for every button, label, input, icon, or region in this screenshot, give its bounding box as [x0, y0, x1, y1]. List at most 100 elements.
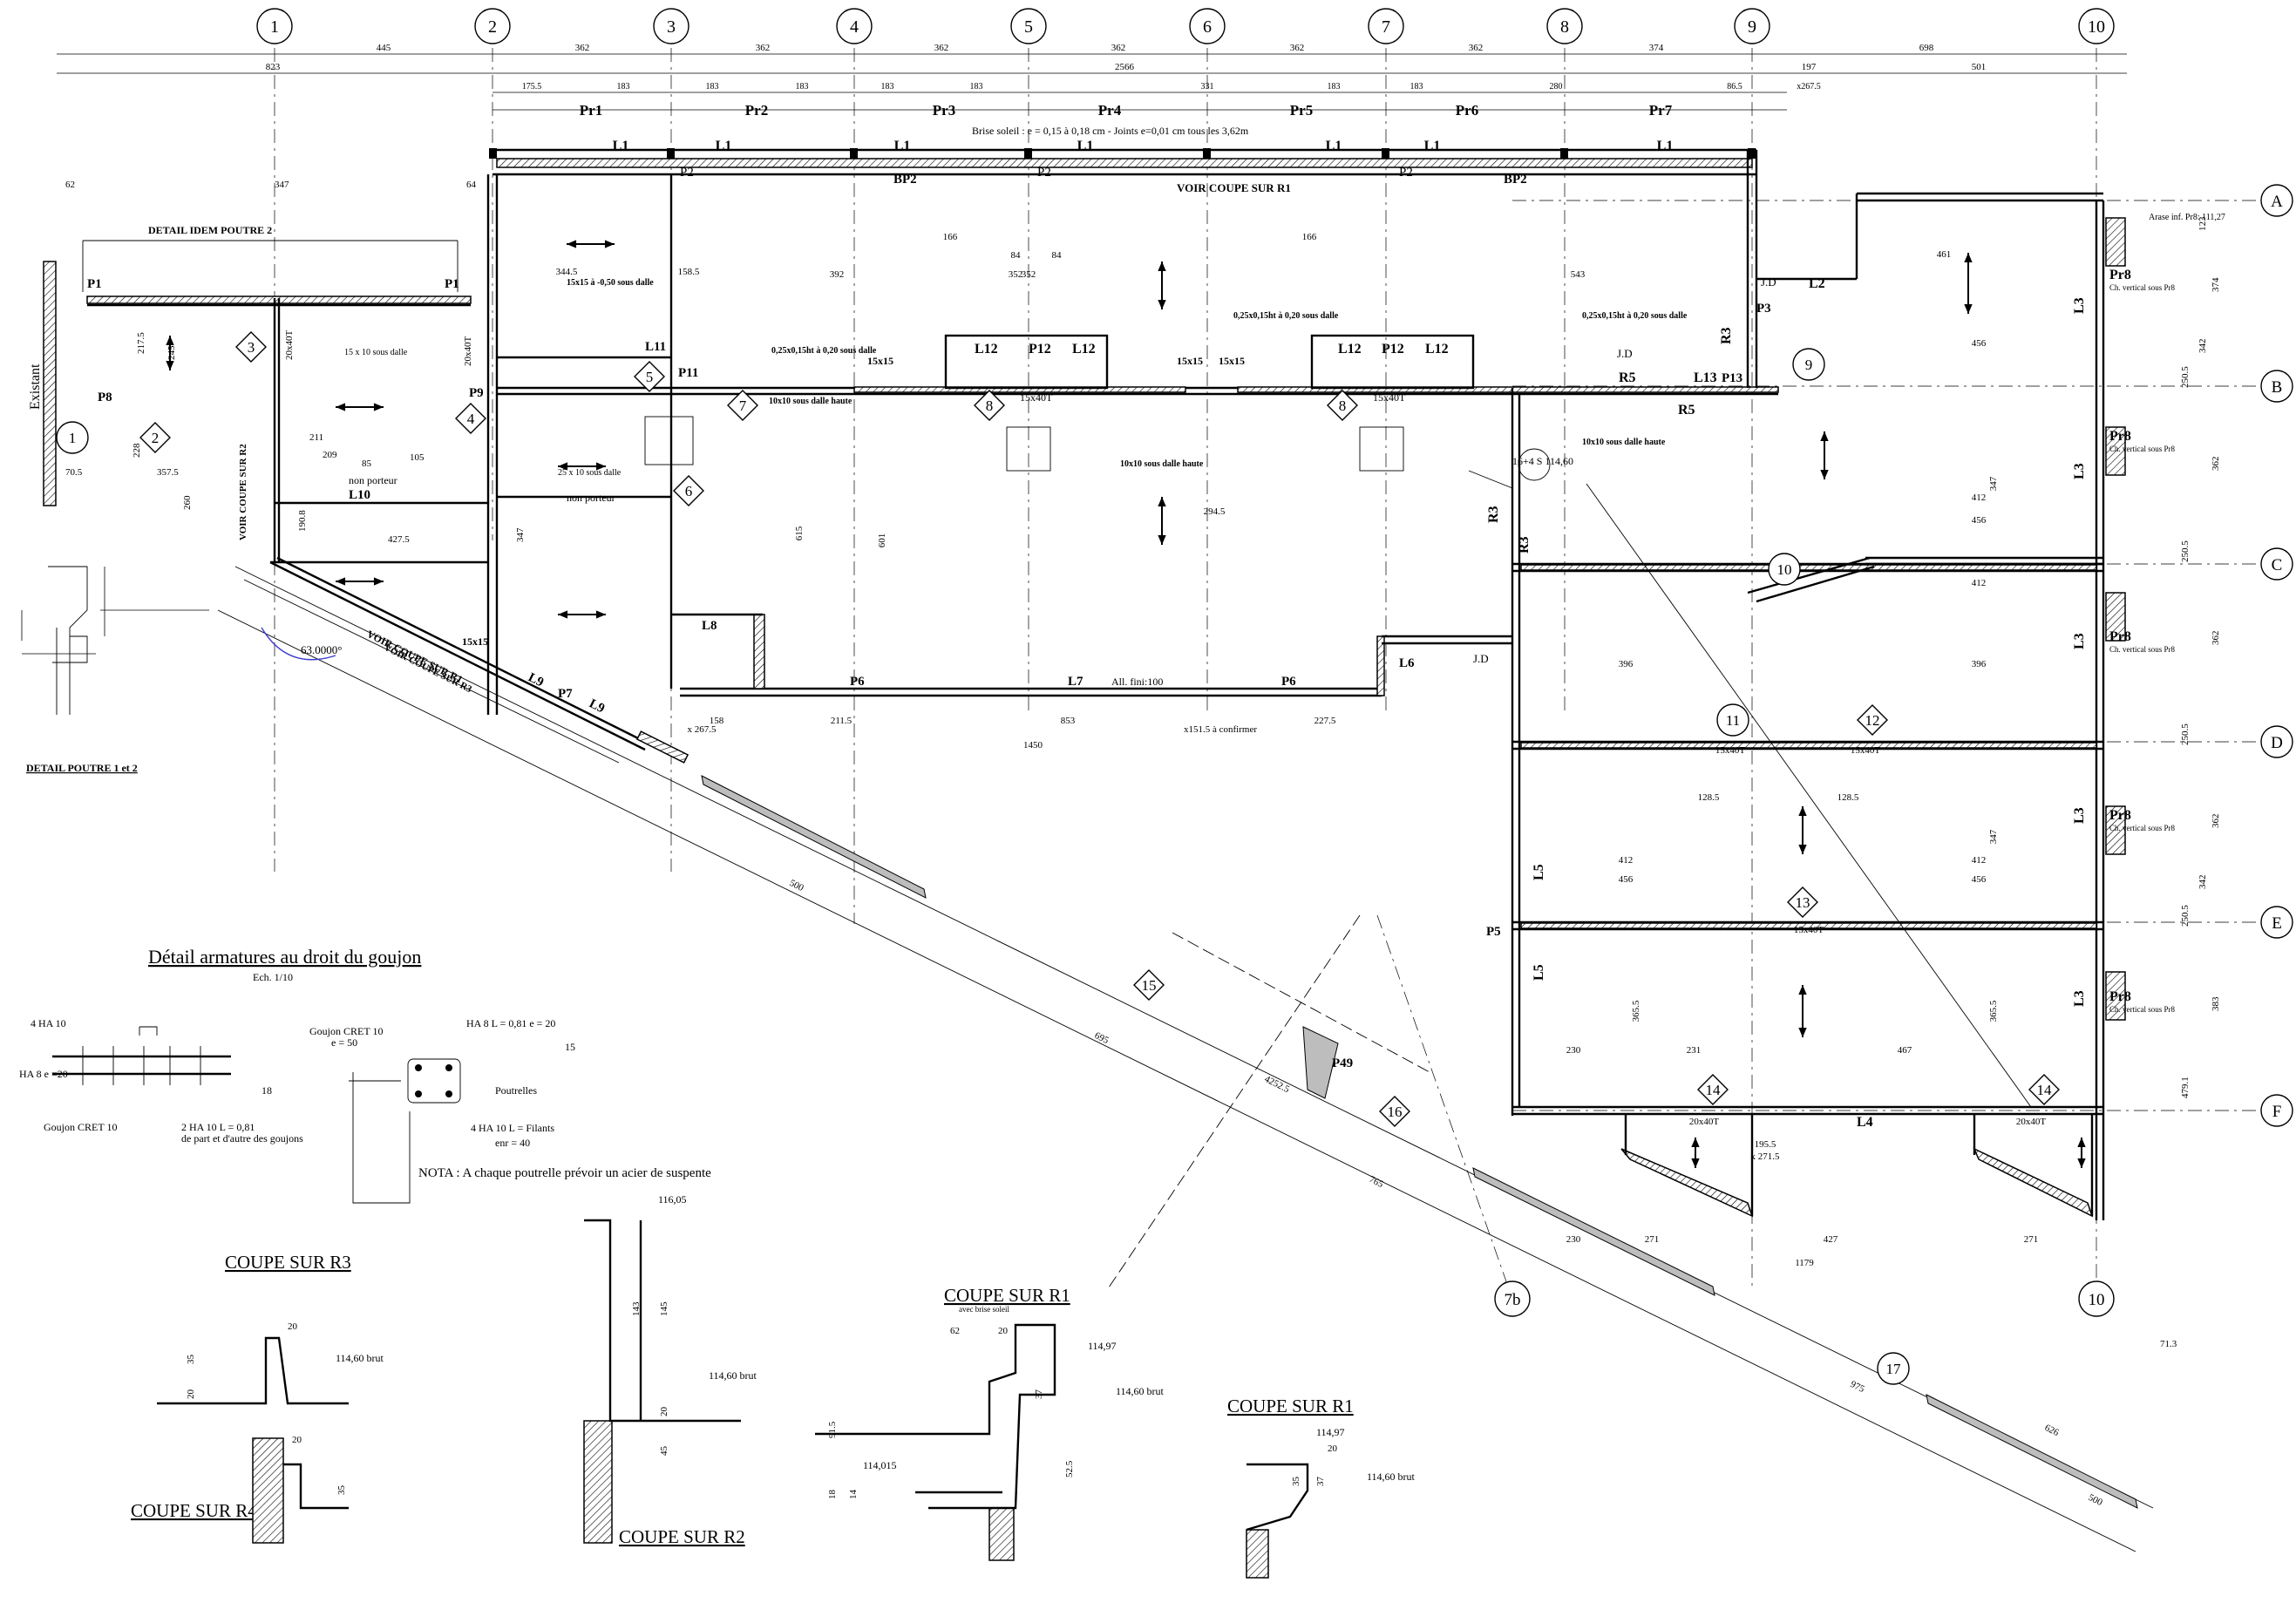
- slab-note: 10x10 sous dalle haute: [1120, 459, 1204, 469]
- jd-label: J.D: [1617, 347, 1633, 360]
- pr8-note: Ch. vertical sous Pr8: [2109, 283, 2175, 292]
- right-dimension: 20x40T: [2016, 1117, 2047, 1127]
- goujon-label: HA 8 L = 0,81 e = 20: [466, 1017, 555, 1029]
- section-level: 116,05: [658, 1193, 687, 1206]
- right-post-label: P5: [1486, 925, 1501, 939]
- l11-label: L11: [645, 340, 666, 354]
- left-dimension: 357.5: [157, 467, 179, 478]
- goujon-sketch-2: [349, 1058, 461, 1204]
- pr8-note: Ch. vertical sous Pr8: [2109, 1005, 2175, 1014]
- left-dimension: 190.8: [297, 510, 308, 532]
- left-dimension: 211: [309, 432, 323, 443]
- voir-coupe-r2-label: VOIR COUPE SUR R2: [238, 444, 248, 540]
- right-wing: [1468, 192, 2126, 1220]
- pr-beam-label: Pr5: [1290, 102, 1313, 119]
- tag-number: 15: [1142, 977, 1157, 994]
- dimension-value: 362: [1469, 43, 1484, 53]
- right-side-dimension: 71.3: [2160, 1339, 2177, 1349]
- left-dimension: 347: [515, 527, 526, 542]
- detail-poutre-sketch: [21, 566, 209, 715]
- right-dimension: 456: [1972, 515, 1987, 526]
- pr8-label: Pr8: [2109, 429, 2131, 444]
- dimension-value: 183: [970, 82, 983, 92]
- dimension-value: 331: [1201, 82, 1214, 92]
- right-side-dimension: 479.1: [2180, 1077, 2191, 1098]
- column-bubble-label: 1: [270, 17, 279, 37]
- tag-diamond: [455, 403, 486, 434]
- column-bubble-label: 5: [1024, 17, 1033, 37]
- goujon-label: 18: [262, 1084, 272, 1097]
- voir-coupe-r1-label: VOIR COUPE SUR R1: [1177, 181, 1291, 194]
- left-dimension: 20x40T: [463, 336, 473, 367]
- column-bubble-5: [1010, 8, 1047, 44]
- section-level: 114,60 brut: [336, 1352, 384, 1364]
- p7-label: P7: [558, 687, 573, 701]
- pr-beam-label: Pr2: [745, 102, 768, 119]
- p11-label: P11: [678, 366, 698, 380]
- l9-label-2: L9: [587, 696, 607, 716]
- l10-label: L10: [349, 488, 370, 502]
- p6-label-1: P6: [850, 675, 865, 689]
- right-side-dimension: 383: [2211, 996, 2221, 1011]
- dimension-value: 823: [266, 62, 281, 72]
- l1-lintel-label: L1: [894, 139, 911, 153]
- coupe-r1b-title: COUPE SUR R1: [1227, 1396, 1354, 1416]
- detail-idem-label: DETAIL IDEM POUTRE 2: [148, 224, 272, 236]
- top-beam-band: Brise soleil : e = 0,15 à 0,18 cm - Join…: [489, 102, 1756, 194]
- diagonal-dimension: 695: [1093, 1030, 1111, 1046]
- r-section-label: R3: [1719, 327, 1734, 344]
- coupe-r1-subtitle: avec brise soleil: [959, 1305, 1009, 1314]
- right-dimension: 230: [1566, 1045, 1581, 1056]
- right-dimension: 347: [1988, 476, 1999, 491]
- right-dimension: 128.5: [1698, 792, 1720, 803]
- pr8-label: Pr8: [2109, 629, 2131, 644]
- detail-goujon-title: Détail armatures au droit du goujon: [148, 946, 421, 968]
- right-side-dimension: 362: [2211, 814, 2221, 829]
- non-porteur-2: non porteur: [567, 492, 615, 504]
- tag-number: 7: [739, 397, 747, 414]
- right-dimension: 15x40T: [1715, 745, 1746, 756]
- center-dimension: 211.5: [831, 716, 853, 726]
- center-dimension: x 267.5: [688, 724, 717, 735]
- column-bubble-label: 10: [2088, 17, 2105, 37]
- pr8-note: Ch. vertical sous Pr8: [2109, 645, 2175, 654]
- right-side-dimension: 123: [2198, 216, 2208, 231]
- tag-diamond: [974, 390, 1005, 421]
- angle-label: 63.0000°: [301, 643, 342, 656]
- right-dimension: 271: [2024, 1234, 2039, 1245]
- tag-diamond: [673, 475, 704, 506]
- row-bubble-D: [2260, 725, 2293, 758]
- right-lintel-label: L3: [2072, 633, 2087, 649]
- center-dimension: 227.5: [1314, 716, 1336, 726]
- center-dimension: 352: [1009, 269, 1023, 280]
- center-dimension: 543: [1571, 269, 1586, 280]
- p6-label-2: P6: [1281, 675, 1296, 689]
- p1-label-1: P1: [87, 277, 102, 291]
- l12-label: P12: [1382, 342, 1404, 357]
- right-dimension: 128.5: [1837, 792, 1859, 803]
- dimension-value: 362: [575, 43, 590, 53]
- right-dimension: 365.5: [1988, 1000, 1999, 1022]
- left-dimension: 245: [166, 345, 177, 360]
- center-dimension: 1450: [1023, 740, 1043, 751]
- l12-label: L12: [1338, 342, 1362, 357]
- goujon-label: HA 8 e =20: [19, 1068, 68, 1080]
- right-side-dimension: 342: [2198, 339, 2208, 354]
- right-lintel-label: L5: [1532, 964, 1546, 981]
- right-dimension: 412: [1972, 855, 1987, 866]
- section-dimension: 37: [1315, 1477, 1326, 1487]
- tag-number: 14: [1706, 1082, 1722, 1098]
- p2-label-3: P2: [1399, 166, 1413, 180]
- tag-number: 8: [986, 397, 994, 414]
- right-dimension: 1179: [1795, 1258, 1814, 1268]
- pr8-note: Ch. vertical sous Pr8: [2109, 445, 2175, 453]
- tag-diamond: [1133, 969, 1165, 1001]
- pr-beam-label: Pr7: [1649, 102, 1673, 119]
- tag-diamond: [1379, 1096, 1410, 1127]
- center-dimension: 84: [1052, 250, 1063, 261]
- column-bubble-bottom-label: 7b: [1505, 1291, 1521, 1309]
- l1-lintel-label: L1: [1077, 139, 1094, 153]
- tag-diamond: [1327, 390, 1358, 421]
